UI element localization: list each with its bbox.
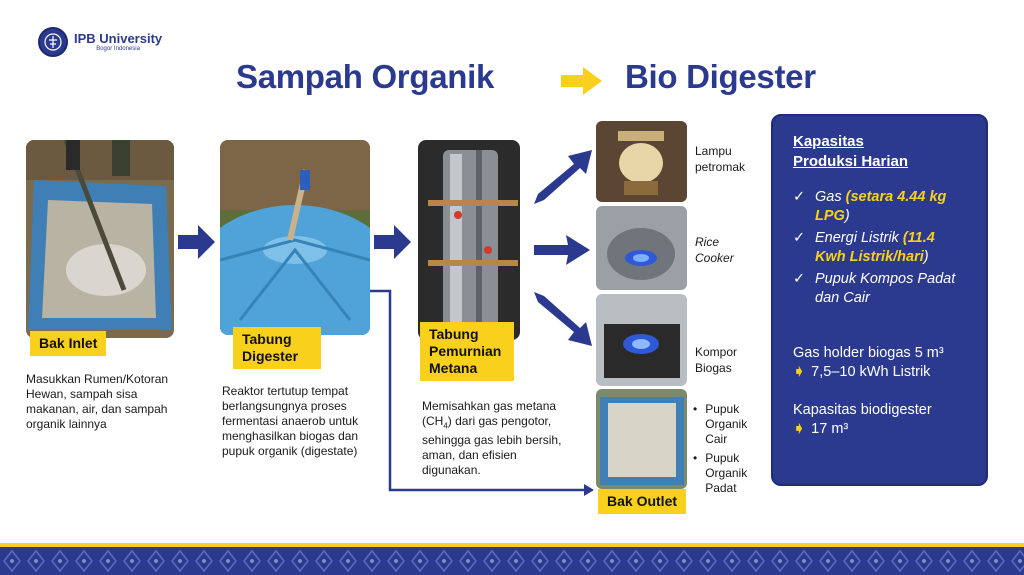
rice-cooker-photo (596, 206, 687, 290)
capacity-value-row: ➧17 m³ (793, 421, 849, 437)
gas-holder-value-row: ➧7,5–10 kWh Listrik (793, 364, 931, 380)
capacity-panel: Kapasitas Produksi Harian ✓Gas (setara 4… (771, 114, 988, 486)
yellow-arrow-icon: ➧ (793, 421, 806, 437)
pemurnian-photo (418, 140, 520, 340)
logo-subtitle: Bogor Indonesia (96, 46, 140, 52)
gas-holder-text: Gas holder biogas 5 m³ (793, 345, 944, 361)
footer-pattern-band (0, 543, 1024, 575)
flow-arrow-2-icon (374, 225, 411, 259)
list-item: •Pupuk Organik Cair (693, 402, 748, 446)
output-arrow-stove-icon (534, 292, 592, 346)
outlet-label: Bak Outlet (598, 489, 687, 514)
title-arrow-icon (561, 67, 602, 95)
logo-name: IPB University (74, 31, 163, 46)
step-desc-bak-inlet: Masukkan Rumen/Kotoran Hewan, sampah sis… (26, 372, 169, 431)
title-left: Sampah Organik (236, 58, 495, 95)
step-label-tabung-pemurnian: Tabung Pemurnian Metana (420, 322, 514, 381)
ipb-seal-icon (38, 27, 68, 57)
outlet-products-list: •Pupuk Organik Cair •Pupuk Organik Padat (693, 402, 759, 500)
bak-outlet-photo (596, 389, 687, 489)
lamp-photo (596, 121, 687, 202)
check-item-compost: ✓Pupuk Kompos Padat dan Cair (793, 271, 956, 306)
capacity-title-line2: Produksi Harian (793, 153, 909, 170)
flow-arrow-1-icon (178, 225, 215, 259)
step-desc-tabung-pemurnian: Memisahkan gas metana (CH4) dari gas pen… (422, 399, 562, 478)
stove-photo (596, 294, 687, 386)
check-icon: ✓ (793, 189, 806, 205)
output-arrow-lamp-icon (534, 150, 592, 204)
list-item: •Pupuk Organik Padat (693, 451, 748, 495)
check-icon: ✓ (793, 271, 806, 287)
title-right: Bio Digester (625, 58, 816, 95)
capacity-checklist: ✓Gas (setara 4.44 kg LPG) ✓Energi Listri… (793, 188, 966, 308)
capacity-title-line1: Kapasitas (793, 133, 864, 150)
step-label-bak-inlet: Bak Inlet (30, 331, 107, 356)
check-item-gas: ✓Gas (setara 4.44 kg LPG) (793, 189, 947, 224)
capacity-text: Kapasitas biodigester (793, 402, 932, 418)
check-icon: ✓ (793, 230, 806, 246)
step-desc-tabung-digester: Reaktor tertutup tempat berlangsungnya p… (222, 384, 359, 458)
output-arrow-cooker-icon (534, 235, 590, 265)
yellow-arrow-icon: ➧ (793, 364, 806, 380)
ipb-logo: IPB University Bogor Indonesia (38, 27, 162, 57)
step-label-tabung-digester: Tabung Digester (233, 327, 321, 369)
digester-to-outlet-connector (370, 289, 594, 496)
bak-inlet-photo (26, 140, 174, 338)
check-item-energy: ✓Energi Listrik (11.4 Kwh Listrik/hari) (793, 230, 935, 265)
digester-photo (220, 140, 370, 335)
